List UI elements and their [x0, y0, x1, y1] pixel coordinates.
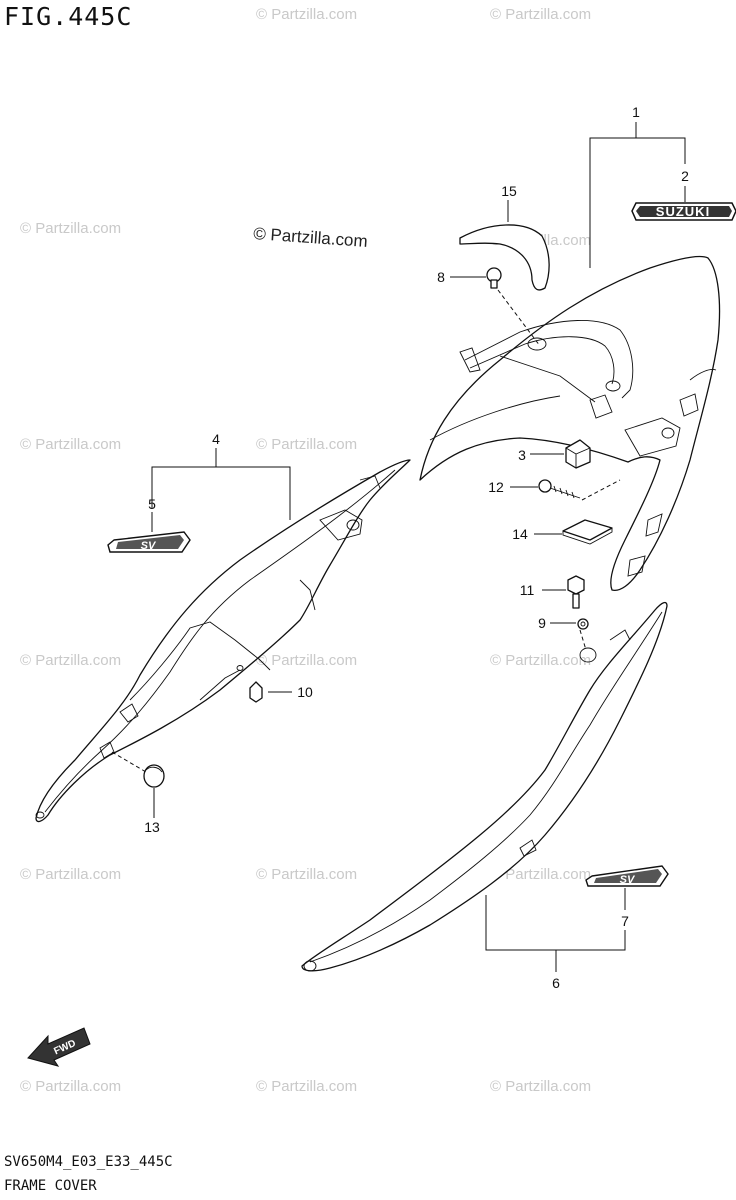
callout-numbers: 1 2 3 4 5 6 7 8 9 10 11 12 13 14 15 [144, 104, 689, 991]
sv-emblem-left-text: SV [141, 540, 157, 552]
tapping-screw-part[interactable] [538, 479, 581, 499]
callout-4: 4 [212, 431, 220, 447]
callout-5: 5 [148, 496, 156, 512]
cap-part[interactable] [143, 764, 165, 788]
watermark: © Partzilla.com [20, 652, 122, 669]
suzuki-emblem-part[interactable]: SUZUKI [631, 202, 736, 221]
sv-emblem-right-part[interactable]: SV [585, 865, 669, 887]
watermark: © Partzilla.com [20, 1078, 122, 1095]
watermark: © Partzilla.com [256, 6, 358, 23]
callout-8: 8 [437, 269, 445, 285]
leader-lines [111, 122, 686, 972]
watermark: © Partzilla.com [256, 652, 358, 669]
section-name: FRAME COVER [4, 1178, 97, 1194]
figure-title: FIG.445C [4, 2, 133, 31]
watermark: © Partzilla.com [490, 1078, 592, 1095]
watermark: © Partzilla.com [490, 652, 592, 669]
watermark: © Partzilla.com [256, 866, 358, 883]
callout-10: 10 [297, 684, 313, 700]
screw-part[interactable] [486, 267, 502, 289]
watermark: © Partzilla.com [490, 6, 592, 23]
callout-15: 15 [501, 183, 517, 199]
suzuki-emblem-text: SUZUKI [656, 204, 710, 219]
watermark: © Partzilla.com [20, 866, 122, 883]
callout-1: 1 [632, 104, 640, 120]
pad-part[interactable] [562, 519, 613, 545]
fwd-direction-arrow: FWD [27, 1027, 91, 1067]
cushion-part[interactable] [565, 439, 591, 469]
callout-7: 7 [621, 913, 629, 929]
watermark: © Partzilla.com [490, 866, 592, 883]
watermark: © Partzilla.com [256, 1078, 358, 1095]
clip-part[interactable] [249, 681, 263, 703]
callout-9: 9 [538, 615, 546, 631]
sv-emblem-right-text: SV [620, 874, 636, 886]
tail-cowl-part[interactable] [419, 255, 721, 591]
watermark: © Partzilla.com [20, 436, 122, 453]
callout-12: 12 [488, 479, 504, 495]
callout-3: 3 [518, 447, 526, 463]
callout-6: 6 [552, 975, 560, 991]
watermark: © Partzilla.com [20, 220, 122, 237]
left-frame-cover-part[interactable] [35, 459, 411, 823]
callout-2: 2 [681, 168, 689, 184]
washer-part[interactable] [577, 618, 589, 630]
callout-13: 13 [144, 819, 160, 835]
watermark: © Partzilla.com [256, 436, 358, 453]
seal-strip-part[interactable] [459, 224, 550, 291]
callout-14: 14 [512, 526, 528, 542]
callout-11: 11 [520, 582, 535, 598]
sv-emblem-left-part[interactable]: SV [107, 531, 191, 553]
right-frame-cover-part[interactable] [301, 601, 668, 972]
model-code: SV650M4_E03_E33_445C [4, 1154, 173, 1170]
bolt-part[interactable] [567, 575, 585, 609]
